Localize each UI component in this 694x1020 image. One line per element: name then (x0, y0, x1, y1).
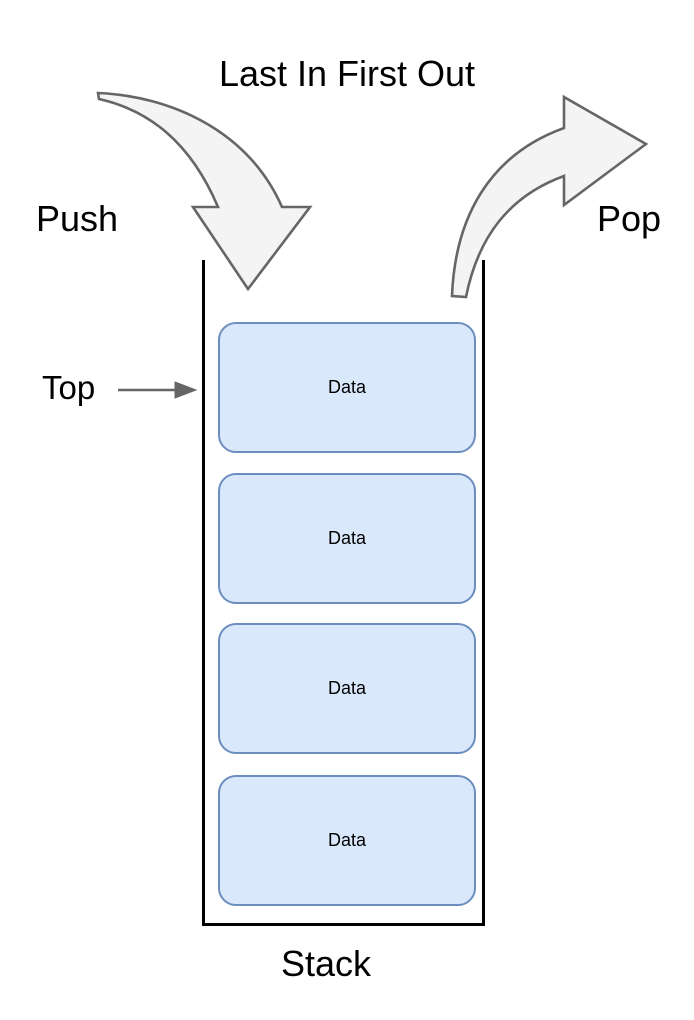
stack-cell: Data (218, 473, 476, 604)
stack-container: Data Data Data Data (202, 260, 485, 926)
diagram-title: Last In First Out (218, 53, 476, 94)
stack-cell: Data (218, 623, 476, 754)
stack-caption: Stack (280, 943, 372, 984)
top-label: Top (42, 369, 96, 406)
stack-cell: Data (218, 322, 476, 453)
pop-arrow (450, 94, 649, 299)
stack-cell: Data (218, 775, 476, 906)
push-arrow (96, 91, 313, 292)
pop-label: Pop (597, 198, 662, 239)
push-label: Push (36, 198, 119, 239)
top-pointer-arrow (118, 381, 198, 399)
